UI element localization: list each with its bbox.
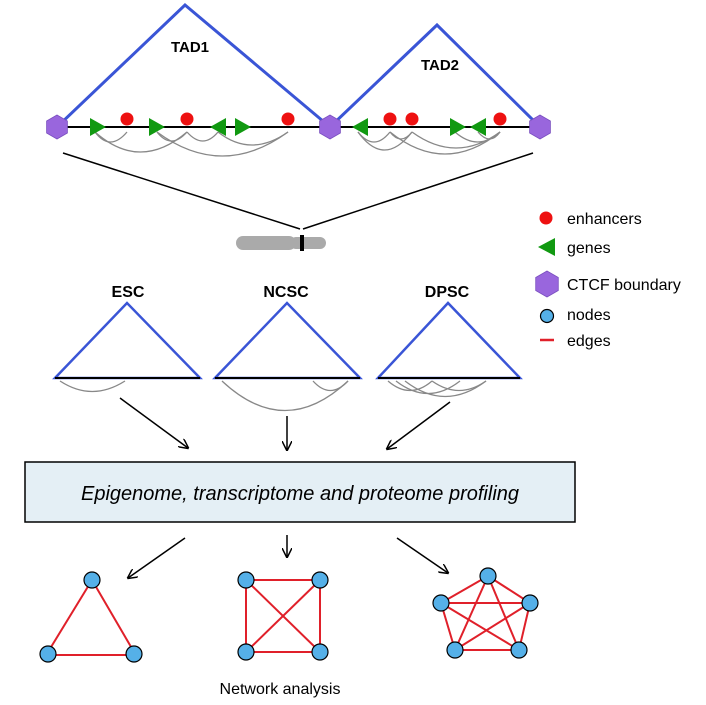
gene-triangle bbox=[352, 118, 368, 136]
legend-nodes-label: nodes bbox=[567, 307, 611, 324]
chromosome bbox=[236, 235, 326, 251]
network-node bbox=[125, 645, 143, 663]
zoom-line-right bbox=[302, 152, 534, 230]
profiling-box: Epigenome, transcriptome and proteome pr… bbox=[24, 461, 576, 523]
enhancer-dot bbox=[493, 112, 507, 126]
network-analysis-label: Network analysis bbox=[220, 681, 341, 698]
profiling-label: Epigenome, transcriptome and proteome pr… bbox=[81, 483, 519, 505]
zoom-line-left bbox=[62, 152, 301, 230]
network-node bbox=[479, 567, 497, 585]
gene-triangle bbox=[450, 118, 466, 136]
network-node bbox=[432, 594, 450, 612]
network-square bbox=[237, 571, 329, 661]
ctcf-hexagon bbox=[529, 114, 551, 140]
network-node bbox=[311, 571, 329, 589]
dpsc-tad bbox=[375, 301, 523, 398]
enhancer-dot bbox=[281, 112, 295, 126]
legend-ctcf-icon bbox=[535, 270, 559, 298]
legend-node-icon bbox=[539, 308, 555, 324]
cell-label-dpsc: DPSC bbox=[425, 284, 470, 301]
network-node bbox=[311, 643, 329, 661]
tad1-label: TAD1 bbox=[171, 39, 209, 56]
cell-label-ncsc: NCSC bbox=[263, 284, 309, 301]
tad1-triangle bbox=[55, 2, 331, 129]
ctcf-hexagon bbox=[319, 114, 341, 140]
network-node bbox=[510, 641, 528, 659]
tad2-triangle bbox=[328, 22, 542, 129]
arrow-esc-to-box bbox=[119, 397, 188, 448]
cell-label-esc: ESC bbox=[112, 284, 145, 301]
legend: enhancers genes CTCF boundary nodes edge… bbox=[535, 211, 681, 350]
enhancer-dot bbox=[120, 112, 134, 126]
legend-genes-label: genes bbox=[567, 240, 611, 257]
gene-triangle bbox=[210, 118, 226, 136]
network-node bbox=[446, 641, 464, 659]
gene-triangle bbox=[90, 118, 106, 136]
ncsc-tad bbox=[212, 301, 363, 411]
network-node bbox=[83, 571, 101, 589]
tad2-label: TAD2 bbox=[421, 57, 459, 74]
legend-gene-icon bbox=[538, 238, 555, 256]
legend-enhancers-label: enhancers bbox=[567, 211, 642, 228]
ctcf-group bbox=[46, 114, 551, 140]
tad2-loops bbox=[357, 131, 501, 155]
enhancer-dot bbox=[405, 112, 419, 126]
legend-enhancer-icon bbox=[539, 211, 553, 225]
network-triangle bbox=[39, 571, 143, 663]
enhancer-dot bbox=[180, 112, 194, 126]
arrow-box-to-net1 bbox=[128, 537, 186, 578]
tad1-loops bbox=[94, 131, 289, 157]
gene-triangle bbox=[470, 118, 486, 136]
gene-triangle bbox=[235, 118, 251, 136]
network-pentagon bbox=[432, 567, 539, 659]
network-node bbox=[237, 571, 255, 589]
cell-types: ESC NCSC DPSC bbox=[52, 284, 523, 411]
enhancer-group bbox=[120, 112, 507, 126]
legend-ctcf-label: CTCF boundary bbox=[567, 277, 681, 294]
arrows-to-profiling bbox=[119, 397, 451, 450]
legend-edges-label: edges bbox=[567, 333, 611, 350]
arrows-to-networks bbox=[128, 535, 448, 578]
esc-tad bbox=[52, 301, 203, 393]
arrow-dpsc-to-box bbox=[387, 401, 451, 449]
network-node bbox=[237, 643, 255, 661]
gene-group bbox=[90, 118, 486, 136]
arrow-box-to-net3 bbox=[396, 537, 448, 573]
ctcf-hexagon bbox=[46, 114, 68, 140]
network-node bbox=[521, 594, 539, 612]
tad-section: TAD1 TAD2 bbox=[46, 2, 551, 251]
enhancer-dot bbox=[383, 112, 397, 126]
gene-triangle bbox=[149, 118, 165, 136]
network-node bbox=[39, 645, 57, 663]
